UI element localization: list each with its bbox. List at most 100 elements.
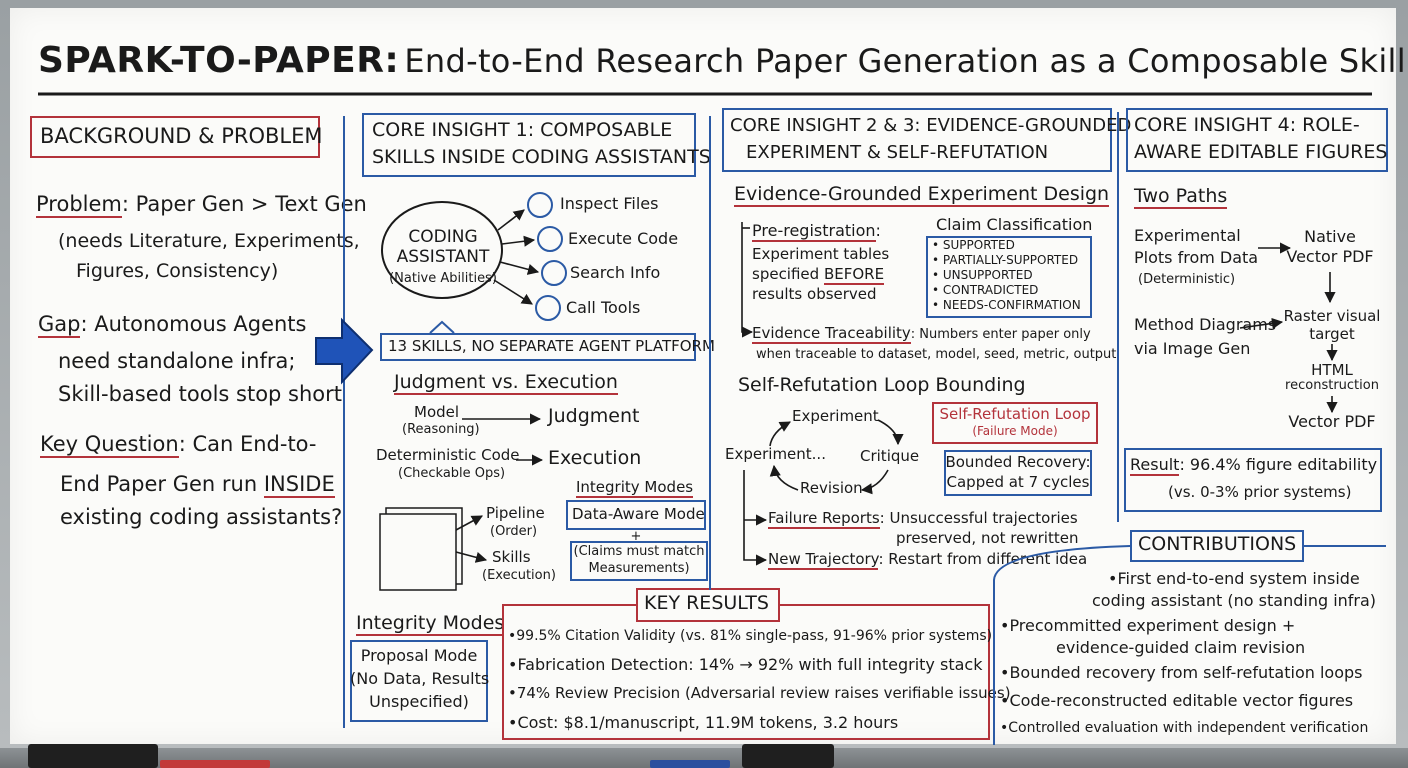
claim-heading: Claim Classification: [936, 215, 1093, 234]
eraser-left: [28, 744, 158, 768]
jve-heading: Judgment vs. Execution: [394, 371, 618, 395]
data-aware-box: [566, 500, 706, 530]
insight4-heading1: CORE INSIGHT 4: ROLE-: [1134, 114, 1360, 136]
kq-label: Key Question: [40, 432, 179, 458]
insight1-heading1: CORE INSIGHT 1: COMPOSABLE: [372, 119, 673, 141]
problem-text: : Paper Gen > Text Gen: [121, 192, 367, 216]
native2: Vector PDF: [1286, 247, 1374, 266]
background-heading-box: [30, 116, 320, 158]
kq-line2: End Paper Gen run INSIDE: [60, 472, 335, 498]
insight23-heading2: EXPERIMENT & SELF-REFUTATION: [746, 142, 1049, 163]
kr-2: •74% Review Precision (Adversarial revie…: [508, 684, 1011, 702]
egd-heading: Evidence-Grounded Experiment Design: [734, 183, 1110, 207]
claim-1: • PARTIALLY-SUPPORTED: [932, 253, 1079, 267]
model-label: Model: [414, 403, 460, 421]
gap-text1: : Autonomous Agents: [80, 312, 307, 336]
loop-experiment2: Experiment...: [725, 445, 826, 463]
pipeline-label: Pipeline: [486, 504, 545, 522]
insight1-heading-box: [362, 113, 696, 177]
prereg-line: Pre-registration:: [752, 221, 881, 242]
kq-text1: : Can End-to-: [178, 432, 317, 456]
marker-tray: [0, 748, 1408, 768]
skills-box: [380, 333, 696, 361]
contrib-3: •Code-reconstructed editable vector figu…: [1000, 691, 1354, 710]
kr-0: •99.5% Citation Validity (vs. 81% single…: [508, 628, 993, 644]
plus-sign: +: [630, 529, 642, 544]
integrity-heading-2-text: Integrity Modes: [356, 612, 505, 636]
result-line: Result: 96.4% figure editability: [1130, 455, 1378, 476]
result-box: [1124, 448, 1382, 512]
claim-4: • NEEDS-CONFIRMATION: [932, 298, 1081, 312]
vector-pdf: Vector PDF: [1288, 412, 1376, 431]
claim-3: • CONTRADICTED: [932, 283, 1039, 297]
circle-line3: (Native Abilities): [389, 271, 497, 286]
srl-box: [932, 402, 1098, 444]
html1: HTML: [1311, 361, 1353, 379]
result-text: : 96.4% figure editability: [1179, 455, 1378, 474]
contrib-2: •Bounded recovery from self-refutation l…: [1000, 663, 1363, 682]
exp3: (Deterministic): [1138, 272, 1236, 287]
title-rest: End-to-End Research Paper Generation as …: [404, 42, 1406, 80]
newtraj-label: New Trajectory: [768, 550, 879, 570]
circle-line2: ASSISTANT: [396, 247, 490, 267]
claim-box: [926, 236, 1092, 318]
gap-text3: Skill-based tools stop short: [58, 382, 343, 406]
exec-paren-label: (Execution): [482, 568, 556, 583]
red-marker: [160, 760, 270, 768]
det-code-label: Deterministic Code: [376, 446, 520, 464]
proposal-box: [350, 640, 488, 722]
contrib-0b: coding assistant (no standing infra): [1092, 591, 1377, 610]
prereg2a: specified: [752, 265, 824, 283]
integrity-heading-2: Integrity Modes: [356, 612, 505, 636]
ability-inspect: Inspect Files: [560, 194, 659, 213]
raster2: target: [1309, 325, 1355, 343]
circle-line1: CODING: [408, 227, 478, 247]
newtraj-line: New Trajectory: Restart from different i…: [768, 550, 1087, 570]
claims-line1: (Claims must match: [573, 544, 705, 559]
key-results-heading: KEY RESULTS: [644, 592, 769, 614]
native1: Native: [1304, 227, 1356, 246]
kr-3: •Cost: $8.1/manuscript, 11.9M tokens, 3.…: [508, 713, 899, 732]
shared2: Project: [395, 540, 447, 558]
proposal2: (No Data, Results: [350, 669, 490, 688]
ability-search: Search Info: [570, 263, 661, 282]
trace-text2: when traceable to dataset, model, seed, …: [756, 347, 1117, 362]
problem-sub2: Figures, Consistency): [76, 260, 279, 282]
loop-critique: Critique: [860, 447, 920, 465]
kq-text3: existing coding assistants?: [60, 505, 343, 529]
contrib-1a: •Precommitted experiment design +: [1000, 616, 1296, 635]
gap-line: Gap: Autonomous Agents: [38, 312, 307, 338]
two-paths-text: Two Paths: [1134, 185, 1228, 209]
ability-call: Call Tools: [566, 298, 641, 317]
bounded2: Capped at 7 cycles: [946, 473, 1090, 491]
method1: Method Diagrams: [1134, 315, 1277, 334]
contrib-1b: evidence-guided claim revision: [1056, 638, 1306, 657]
reasoning-label: (Reasoning): [402, 422, 480, 437]
result-label: Result: [1130, 455, 1180, 476]
srl-box2: (Failure Mode): [972, 424, 1058, 438]
shared3: Directory: [386, 559, 456, 577]
prereg2b: BEFORE: [823, 265, 885, 285]
key-results-heading-box: [636, 588, 780, 622]
failure-line: Failure Reports: Unsuccessful trajectori…: [768, 509, 1078, 529]
background-heading: BACKGROUND & PROBLEM: [40, 124, 323, 148]
prereg1: Experiment tables: [752, 245, 890, 263]
insight1-heading2: SKILLS INSIDE CODING ASSISTANTS: [372, 146, 711, 168]
integrity-heading-1-text: Integrity Modes: [576, 478, 694, 498]
prereg-label: Pre-registration: [752, 221, 876, 242]
shared1: Shared: [394, 521, 448, 539]
eraser-right: [742, 744, 834, 768]
prereg-colon: :: [875, 221, 881, 240]
srl-box1: Self-Refutation Loop: [939, 405, 1091, 423]
insight23-heading-box: [722, 108, 1112, 172]
execution-label: Execution: [548, 447, 642, 469]
proposal3: Unspecified): [369, 692, 469, 711]
jve-heading-text: Judgment vs. Execution: [394, 371, 618, 395]
kq-line: Key Question: Can End-to-: [40, 432, 317, 458]
order-label: (Order): [490, 524, 538, 539]
trace-text1: : Numbers enter paper only: [910, 327, 1091, 342]
exp1: Experimental: [1134, 226, 1241, 245]
contrib-heading: CONTRIBUTIONS: [1138, 533, 1297, 555]
judgment-label: Judgment: [548, 405, 640, 427]
